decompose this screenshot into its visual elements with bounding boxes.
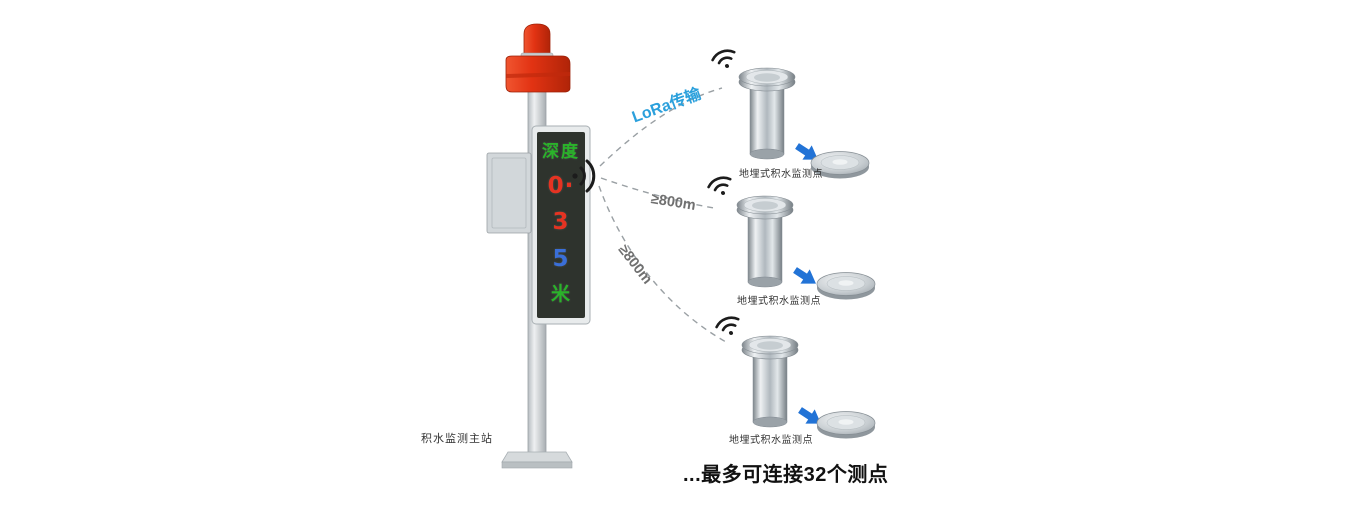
footer-note: ...最多可连接32个测点 (683, 464, 889, 486)
led-display: 深度 0· 3 5 米 (537, 132, 585, 318)
sensor-disc-3 (816, 411, 876, 439)
link-line-1 (599, 87, 723, 167)
sensor-label-3: 地埋式积水监测点 (729, 435, 813, 446)
sensor-label-1: 地埋式积水监测点 (739, 169, 823, 180)
sensor-wifi-icon-3 (713, 313, 744, 341)
led-line: 米 (550, 283, 571, 306)
sensor-cylinder-3 (741, 335, 799, 428)
base-plate (501, 451, 573, 469)
arrow-icon-2 (790, 262, 821, 291)
sensor-wifi-icon-1 (709, 46, 740, 74)
sensor-cylinder-1 (738, 67, 796, 160)
sensor-wifi-icon-2 (705, 173, 736, 201)
station-signal-icon (572, 159, 596, 193)
link-line-3 (598, 185, 727, 343)
sensor-label-2: 地埋式积水监测点 (737, 296, 821, 307)
alarm-horn (505, 55, 571, 93)
link-line-2 (600, 177, 715, 209)
led-line: 5 (552, 246, 570, 273)
alarm-beacon-icon (520, 23, 554, 59)
led-line: 深度 (542, 141, 580, 162)
sensor-disc-2 (816, 272, 876, 300)
sensor-cylinder-2 (736, 195, 794, 288)
led-line: 3 (552, 209, 570, 236)
control-box (486, 152, 532, 234)
station-label: 积水监测主站 (421, 433, 493, 445)
led-line: 0· (547, 172, 575, 199)
